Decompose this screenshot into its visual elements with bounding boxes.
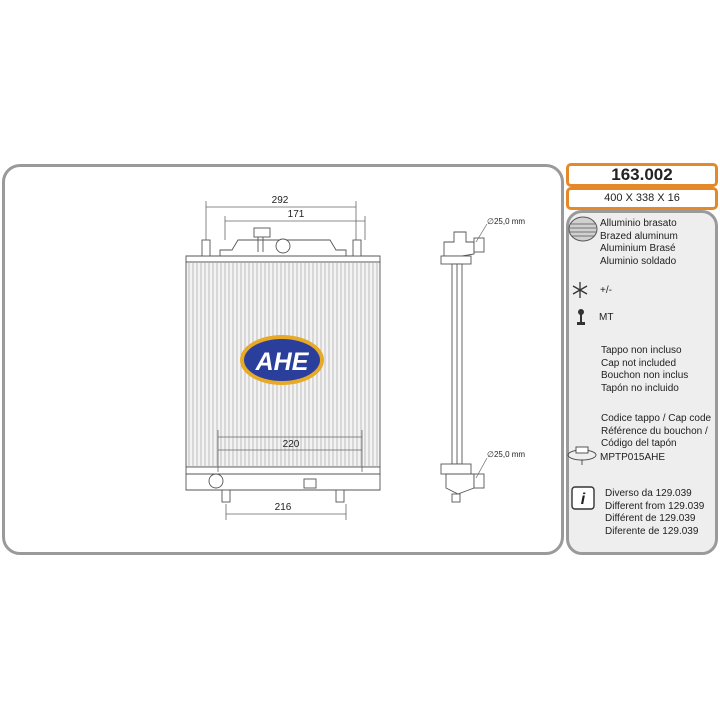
- dimension-220: [217, 430, 363, 472]
- ac-label: +/-: [600, 285, 612, 296]
- info-icon: i: [571, 486, 595, 510]
- cap-fr: Bouchon non inclus: [601, 370, 689, 381]
- brazed-aluminum-icon: [568, 216, 598, 242]
- info-en: Different from 129.039: [605, 500, 705, 512]
- snowflake-icon: [572, 282, 588, 298]
- transmission-label: MT: [599, 312, 614, 323]
- cap-code-line-2: Référence du bouchon /: [601, 425, 708, 437]
- top-tank: [185, 227, 381, 263]
- dim-220-label: 220: [283, 439, 300, 450]
- dimension-171: [224, 216, 366, 240]
- bottom-tank: [185, 466, 381, 503]
- cap-code-line-1: Codice tappo / Cap code: [601, 413, 712, 424]
- radiator-drawing: 292 171 220 21: [185, 195, 525, 520]
- radiator-cap-icon: [567, 446, 597, 465]
- material-fr: Aluminium Brasé: [600, 243, 676, 254]
- cap-code-value: MPTP015AHE: [600, 452, 666, 463]
- dim-171-label: 171: [288, 209, 305, 220]
- material-en: Brazed aluminum: [600, 230, 678, 242]
- cap-it: Tappo non incluso: [601, 345, 682, 356]
- gear-shift-icon: [577, 309, 585, 325]
- pipe-top-label: ∅25,0 mm: [487, 217, 525, 226]
- material-es: Aluminio soldado: [600, 255, 677, 267]
- dim-216-label: 216: [275, 502, 292, 513]
- side-view: [440, 231, 485, 503]
- info-es: Diferente de 129.039: [605, 525, 699, 537]
- pipe-bottom-label: ∅25,0 mm: [487, 450, 525, 459]
- cap-en: Cap not included: [601, 357, 677, 369]
- cap-code-line-3: Código del tapón: [601, 438, 677, 449]
- dimension-216: [225, 504, 347, 520]
- core-fins: [188, 263, 378, 466]
- dimension-292: [205, 201, 357, 240]
- info-fr: Différent de 129.039: [605, 513, 696, 524]
- material-it: Alluminio brasato: [600, 218, 677, 229]
- ahe-logo: AHE: [240, 335, 324, 385]
- dim-292-label: 292: [272, 195, 289, 206]
- svg-text:i: i: [581, 491, 586, 508]
- info-it: Diverso da 129.039: [605, 488, 692, 499]
- cap-es: Tapón no incluido: [601, 382, 679, 394]
- pipe-leaders: [475, 223, 488, 479]
- logo-text: AHE: [255, 348, 310, 376]
- part-dimensions: 400 X 338 X 16: [566, 187, 718, 210]
- part-code: 163.002: [566, 163, 718, 187]
